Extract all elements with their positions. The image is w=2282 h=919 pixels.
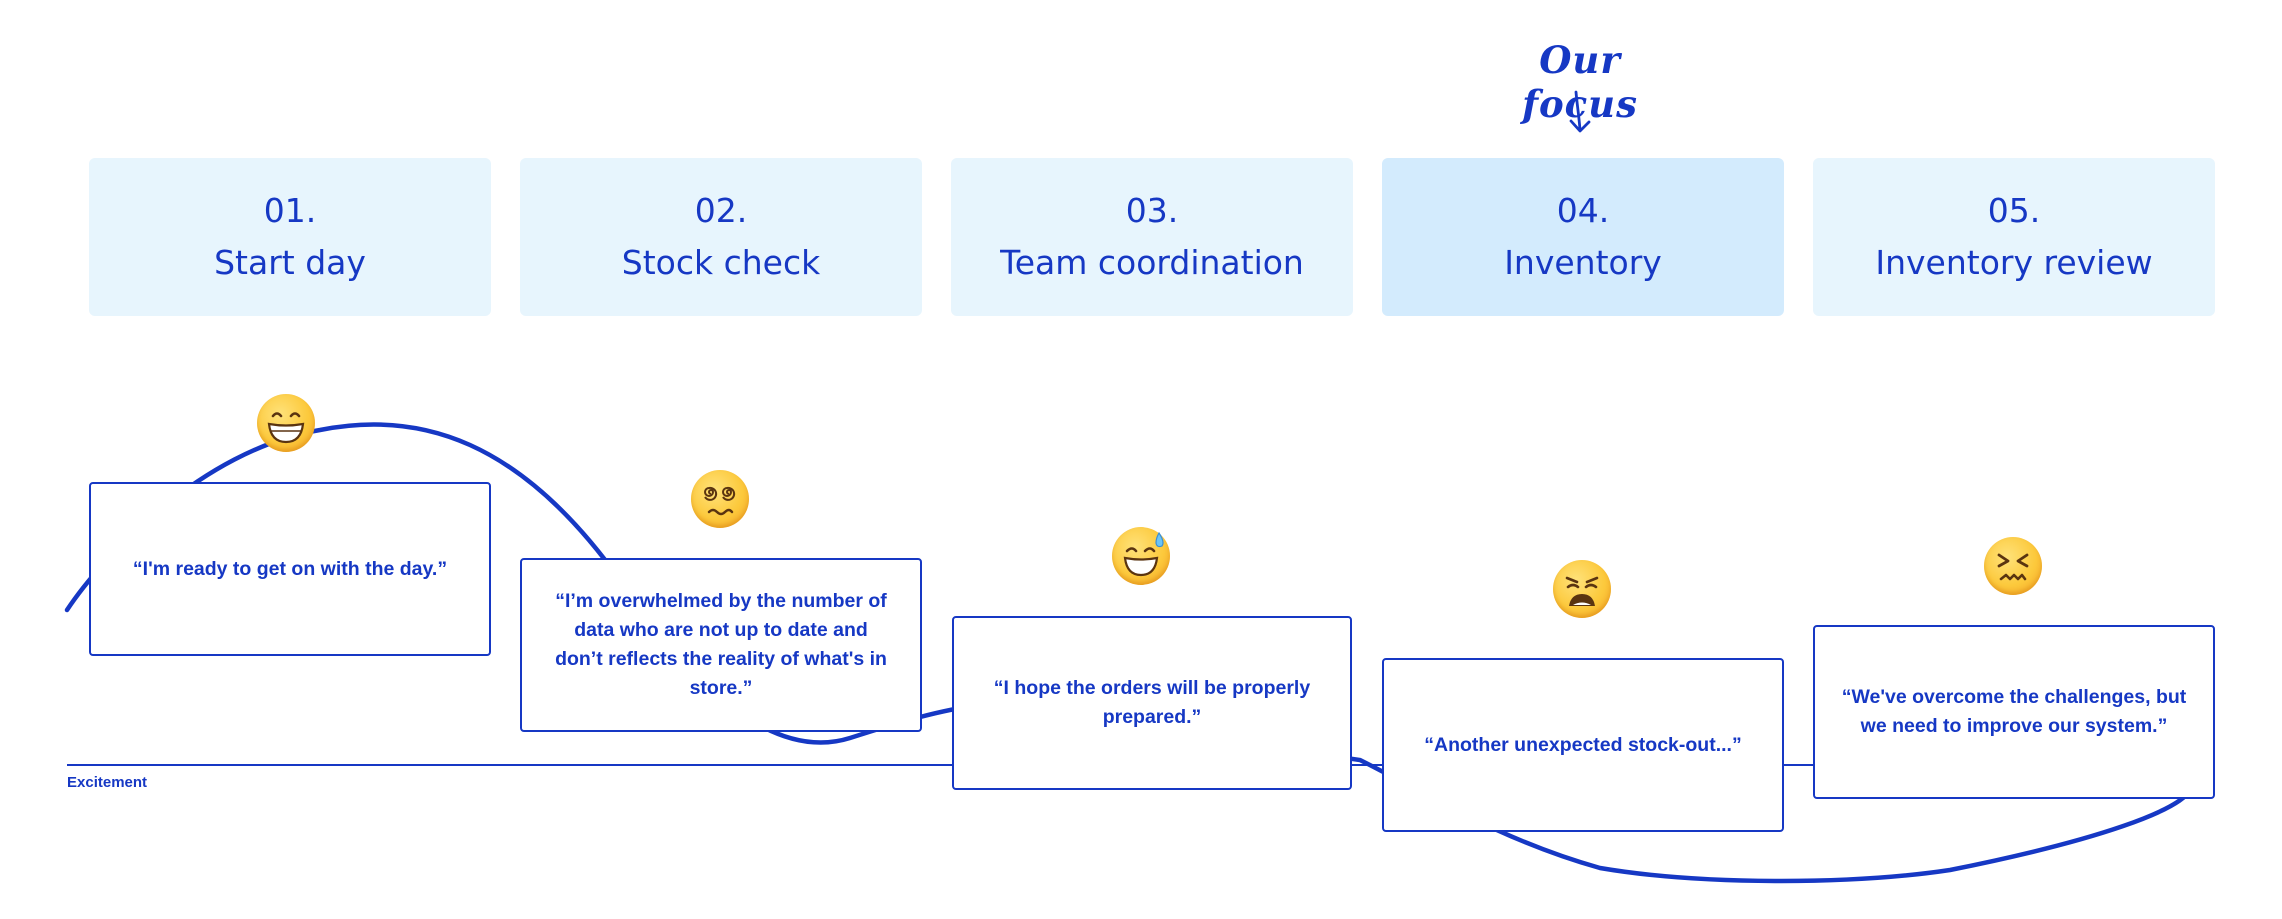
quote-text: “I hope the orders will be properly prep… <box>993 677 1311 728</box>
quote-text: “We've overcome the challenges, but we n… <box>1841 686 2187 737</box>
stage-title: Inventory review <box>1875 243 2153 282</box>
dizzy-face-icon <box>691 470 749 528</box>
stage-number: 01. <box>263 191 317 230</box>
quote-text: “Another unexpected stock-out...” <box>1424 733 1742 756</box>
focus-arrow-icon <box>1569 90 1591 133</box>
quote-box-1: “I'm ready to get on with the day.” <box>89 482 491 656</box>
stage-card-4: 04. Inventory <box>1382 158 1784 316</box>
quote-box-5: “We've overcome the challenges, but we n… <box>1813 625 2215 799</box>
weary-face-icon <box>1553 560 1611 618</box>
stage-number: 04. <box>1556 191 1610 230</box>
confounded-face-icon <box>1984 537 2042 595</box>
quote-text: “I’m overwhelmed by the number of data w… <box>555 590 887 699</box>
quote-box-3: “I hope the orders will be properly prep… <box>952 616 1352 790</box>
stage-card-2: 02. Stock check <box>520 158 922 316</box>
stage-title: Team coordination <box>1000 243 1304 282</box>
quote-text: “I'm ready to get on with the day.” <box>132 557 448 580</box>
axis-label: Excitement <box>67 774 148 791</box>
sweat-smile-face-icon <box>1112 527 1170 585</box>
stage-card-1: 01. Start day <box>89 158 491 316</box>
stage-title: Start day <box>214 243 366 282</box>
stage-number: 05. <box>1987 191 2041 230</box>
stage-title: Inventory <box>1504 243 1662 282</box>
stage-title: Stock check <box>621 243 821 282</box>
grinning-face-icon <box>257 394 315 452</box>
stage-card-3: 03. Team coordination <box>951 158 1353 316</box>
stage-number: 02. <box>694 191 748 230</box>
quote-box-2: “I’m overwhelmed by the number of data w… <box>520 558 922 732</box>
stage-card-5: 05. Inventory review <box>1813 158 2215 316</box>
focus-label: Our focus <box>1522 38 1638 126</box>
stage-number: 03. <box>1125 191 1179 230</box>
quote-box-4: “Another unexpected stock-out...” <box>1382 658 1784 832</box>
